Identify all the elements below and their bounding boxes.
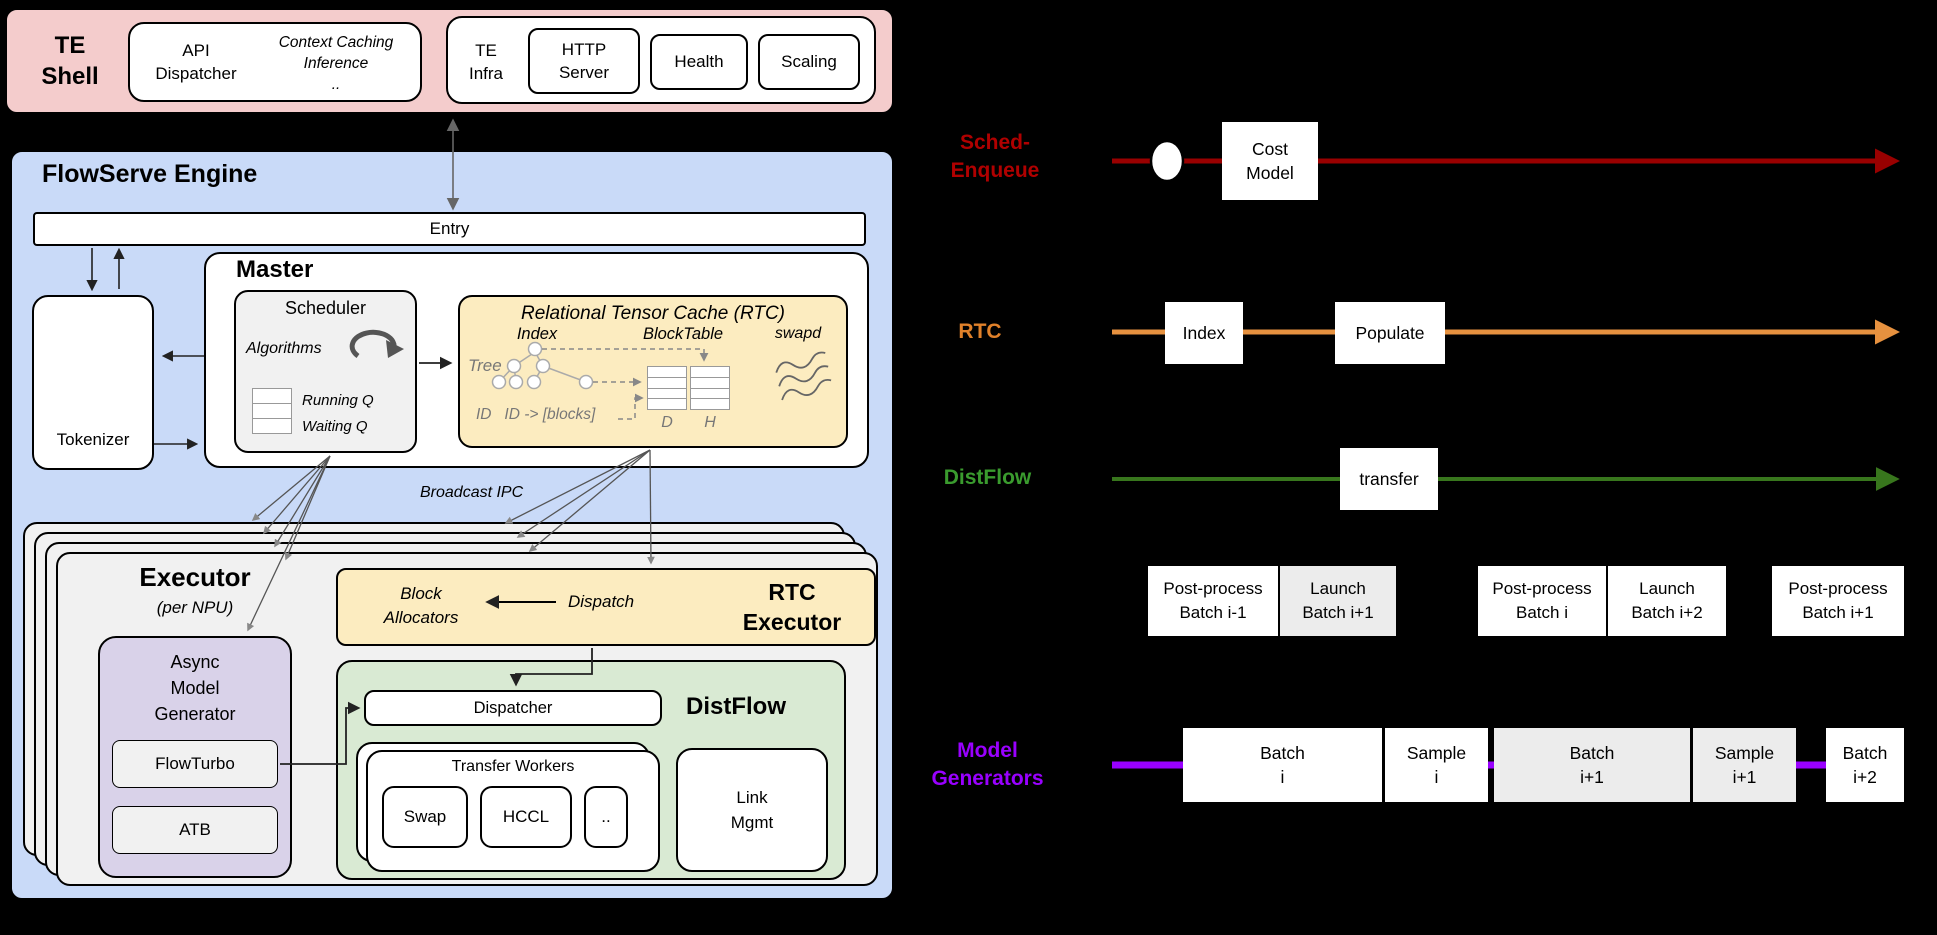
running-q-label: Running Q	[302, 392, 374, 409]
entry-bar: Entry	[33, 212, 866, 246]
blocktable-h-table	[690, 366, 730, 410]
gen-batch-i2-box: Batch i+2	[1826, 728, 1904, 802]
transfer-workers-label: Transfer Workers	[451, 758, 575, 775]
te-shell-title: TE Shell	[41, 32, 99, 90]
master-title: Master	[236, 256, 314, 283]
te-infra-box: TE Infra HTTP Server Health Scaling	[446, 16, 876, 104]
link-mgmt-box	[676, 748, 828, 872]
launch-batch-i2-box: Launch Batch i+2	[1608, 566, 1726, 636]
sched-enqueue-event-circle	[1149, 139, 1185, 183]
rtc-blocktable-label: BlockTable	[642, 324, 724, 343]
rtc-executor-title: RTC Executor	[742, 579, 842, 635]
blocktable-d-table	[647, 366, 687, 410]
http-server-box: HTTP Server	[528, 28, 640, 94]
scheduler-title: Scheduler	[284, 297, 367, 318]
distflow-dispatcher-bar: Dispatcher	[364, 690, 662, 726]
atb-box: ATB	[112, 806, 278, 854]
gen-batch-i-box: Batch i	[1183, 728, 1382, 802]
waiting-q-label: Waiting Q	[302, 418, 368, 435]
broadcast-ipc-label: Broadcast IPC	[420, 484, 524, 501]
cost-model-box: Cost Model	[1222, 122, 1318, 200]
gen-sample-i-box: Sample i	[1382, 728, 1488, 802]
link-mgmt-label: Link Mgmt	[730, 788, 774, 832]
rtc-index-label: Index	[516, 324, 558, 343]
te-infra-label: TE Infra	[468, 41, 504, 83]
blocktable-h-label: H	[704, 414, 716, 431]
lane-label-rtc: RTC	[958, 320, 1002, 343]
rtc-tree-label: Tree	[468, 356, 502, 375]
scheduler-box	[234, 290, 417, 453]
executor-subtitle: (per NPU)	[156, 598, 234, 617]
gen-batch-i1-box: Batch i+1	[1494, 728, 1690, 802]
rtc-id-map-label: ID ID -> [blocks]	[476, 406, 596, 423]
more-workers-box: ..	[584, 786, 628, 848]
postprocess-batch-i-1-box: Post-process Batch i-1	[1148, 566, 1278, 636]
rtc-index-event-box: Index	[1165, 302, 1243, 364]
executor-title: Executor	[139, 561, 251, 592]
lane-label-sched-enqueue: Sched- Enqueue	[950, 131, 1040, 182]
tokenizer-label: Tokenizer	[56, 430, 130, 449]
lane-label-distflow: DistFlow	[943, 466, 1032, 489]
gen-sample-i1-box: Sample i+1	[1690, 728, 1796, 802]
health-box: Health	[650, 34, 748, 90]
queue-table-icon	[252, 388, 292, 434]
flowturbo-box: FlowTurbo	[112, 740, 278, 788]
block-allocators-label: Block Allocators	[383, 584, 459, 627]
blocktable-d-label: D	[661, 414, 673, 431]
rtc-populate-event-box: Populate	[1335, 302, 1445, 364]
scaling-box: Scaling	[758, 34, 860, 90]
scheduler-algorithms-label: Algorithms	[246, 340, 322, 357]
lane-label-model-generators: Model Generators	[931, 739, 1044, 790]
hccl-box: HCCL	[480, 786, 572, 848]
tokenizer-box	[32, 295, 154, 470]
flowserve-engine-title: FlowServe Engine	[42, 160, 258, 188]
launch-batch-i1-box: Launch Batch i+1	[1280, 566, 1396, 636]
postprocess-batch-i1-box: Post-process Batch i+1	[1772, 566, 1904, 636]
api-dispatcher-box: API Dispatcher Context Caching Inference…	[128, 22, 422, 102]
rtc-executor-box	[336, 568, 876, 646]
rtc-title: Relational Tensor Cache (RTC)	[520, 303, 785, 324]
rtc-swapd-label: swapd	[774, 325, 822, 342]
dispatch-label: Dispatch	[568, 592, 635, 611]
api-items: Context Caching Inference ..	[278, 33, 394, 93]
async-model-generator-label: Async Model Generator	[154, 652, 236, 724]
swap-box: Swap	[382, 786, 468, 848]
distflow-transfer-event-box: transfer	[1340, 448, 1438, 510]
api-dispatcher-label: API Dispatcher	[155, 41, 237, 83]
postprocess-batch-i-box: Post-process Batch i	[1478, 566, 1606, 636]
distflow-title: DistFlow	[686, 693, 786, 720]
